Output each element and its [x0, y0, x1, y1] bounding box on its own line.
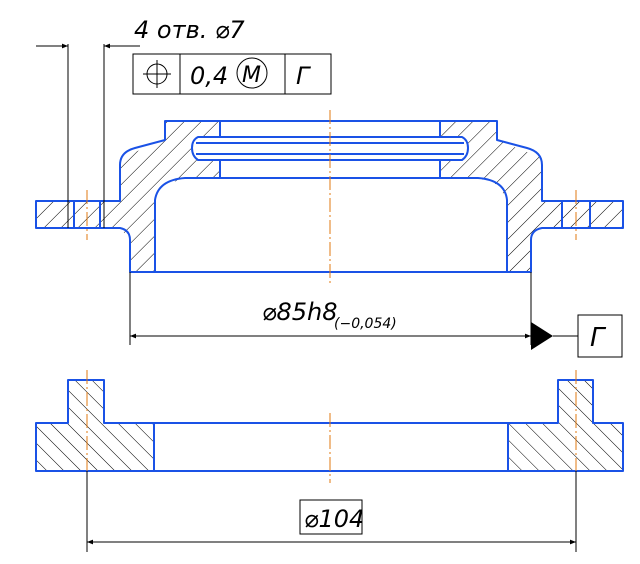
upper-section-view	[35, 110, 624, 284]
lower-outer-contour	[35, 379, 624, 472]
gdt-datum-ref: Г	[296, 62, 311, 90]
gdt-frame: 0,4 M Г	[132, 53, 332, 95]
upper-outer-contour	[35, 120, 624, 273]
shaft-diameter-label: ⌀85h8	[262, 298, 337, 326]
holes-note: 4 отв. ⌀7	[134, 16, 245, 44]
gdt-tolerance: 0,4	[190, 62, 228, 90]
outer-diameter-label: ⌀104	[304, 505, 364, 533]
datum-triangle-icon	[531, 322, 553, 350]
lower-section-view	[35, 370, 624, 483]
mmc-modifier-icon	[236, 57, 268, 89]
datum-frame	[577, 314, 623, 358]
lower-bore-edges	[153, 423, 509, 471]
upper-section-hatch	[36, 121, 623, 272]
outer-diameter-dimension: ⌀104	[86, 471, 577, 552]
gdt-modifier: M	[242, 63, 261, 88]
upper-right-hole	[561, 201, 591, 228]
position-symbol-icon	[143, 60, 171, 88]
upper-left-hole	[73, 201, 101, 228]
shaft-diameter-tolerance: (−0,054)	[334, 316, 397, 332]
outer-diameter-frame	[299, 499, 363, 535]
datum-label: Г	[590, 323, 607, 353]
shaft-diameter-dimension: ⌀85h8 (−0,054) Г	[129, 272, 623, 358]
hole-position-callout: 4 отв. ⌀7 0,4 M Г	[36, 16, 332, 228]
upper-inner-bore	[154, 177, 508, 272]
